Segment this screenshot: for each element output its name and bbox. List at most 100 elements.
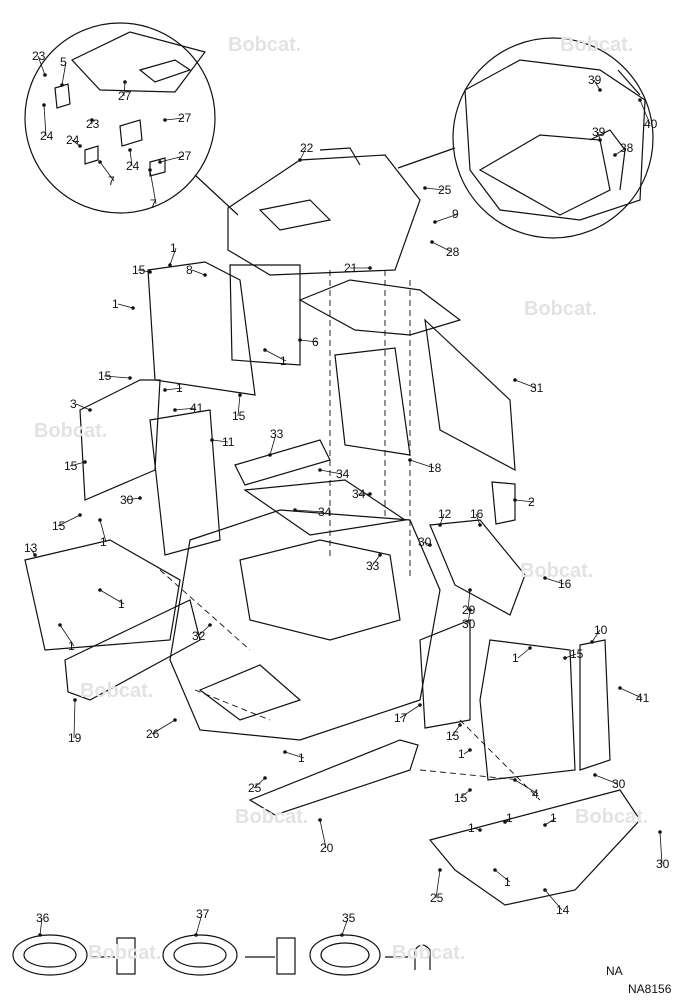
callout-label: 1	[298, 751, 305, 765]
callout-leader	[195, 913, 203, 936]
fastener-dot	[43, 73, 47, 77]
fastener-dot	[168, 263, 172, 267]
floor-cover-19	[64, 599, 201, 701]
callout-label: 21	[344, 261, 358, 275]
callout-leader	[57, 514, 81, 527]
callout-label: 15	[454, 791, 468, 805]
callout-leader	[164, 387, 183, 391]
fastener-dot	[148, 168, 152, 172]
callout-leader	[103, 375, 131, 379]
callout-label: 30	[120, 493, 134, 507]
detail-leader-left	[194, 174, 239, 216]
callout-label: 1	[512, 651, 519, 665]
fastener-dot	[263, 776, 267, 780]
callout-label: 20	[320, 841, 334, 855]
fastener-dot	[78, 513, 82, 517]
callout-leader	[61, 61, 67, 86]
fastener-dot	[60, 83, 64, 87]
callout-leader	[284, 751, 305, 759]
watermark-7: Bobcat.	[235, 806, 309, 828]
callout-label: 33	[366, 559, 380, 573]
fastener-dot	[468, 608, 472, 612]
roof-plate-detail	[71, 31, 207, 93]
callout-leader	[269, 433, 277, 456]
callout-leader	[253, 777, 266, 789]
callout-leader	[149, 169, 157, 205]
fastener-dot	[148, 270, 152, 274]
callout-label: 17	[394, 711, 408, 725]
fastener-dot	[418, 703, 422, 707]
callout-label: 16	[470, 507, 484, 521]
callout-label: 1	[68, 639, 75, 653]
callout-label: 7	[150, 197, 157, 211]
fastener-dot	[458, 723, 462, 727]
callout-label: 24	[40, 129, 54, 143]
side-cover-3	[79, 379, 161, 501]
step-cover-20	[248, 739, 419, 816]
callout-label: 36	[36, 911, 50, 925]
callout-label: 37	[196, 907, 210, 921]
callout-label: 27	[178, 149, 192, 163]
fastener-dot	[438, 868, 442, 872]
callout-leader	[73, 699, 76, 739]
callout-label: 40	[644, 117, 658, 131]
callout-leader	[43, 104, 47, 137]
callout-leader	[237, 394, 241, 417]
callout-label: 15	[64, 459, 78, 473]
rear-window-6	[229, 264, 301, 366]
main-chassis	[169, 509, 441, 741]
fastener-dot	[208, 623, 212, 627]
callout-label: 39	[588, 73, 602, 87]
fastener-dot	[263, 348, 267, 352]
callout-leader	[435, 869, 441, 899]
callout-leader	[424, 187, 445, 191]
callout-label: 1	[176, 381, 183, 395]
side-window-18	[334, 347, 411, 456]
callout-label: 12	[438, 507, 452, 521]
watermark-2: Bobcat.	[560, 34, 634, 56]
watermark-9: Bobcat.	[88, 942, 162, 964]
fastener-dot	[298, 338, 302, 342]
fastener-dot	[513, 498, 517, 502]
callout-leader	[299, 147, 307, 161]
callout-label: 30	[418, 535, 432, 549]
fuel-tank-4	[479, 639, 576, 781]
callout-label: 1	[118, 597, 125, 611]
fastener-dot	[42, 103, 46, 107]
fastener-dot	[73, 698, 77, 702]
fastener-dot	[598, 138, 602, 142]
fastener-dot	[563, 656, 567, 660]
callout-leader	[299, 339, 319, 343]
fastener-dot	[268, 453, 272, 457]
callout-label: 13	[24, 541, 38, 555]
callout-leader	[371, 554, 381, 567]
fastener-dot	[33, 553, 37, 557]
callout-label: 15	[446, 729, 460, 743]
callout-leader	[191, 269, 206, 276]
callout-leader	[659, 831, 663, 865]
callout-label: 4	[532, 787, 539, 801]
fastener-dot	[468, 788, 472, 792]
callout-label: 1	[112, 297, 119, 311]
fastener-dot	[430, 240, 434, 244]
fastener-dot	[123, 80, 127, 84]
fastener-dot	[478, 828, 482, 832]
fastener-dot	[613, 153, 617, 157]
callout-leader	[117, 303, 134, 309]
callout-leader	[467, 609, 471, 625]
fastener-dot	[528, 646, 532, 650]
callout-label: 1	[458, 747, 465, 761]
callout-label: 23	[32, 49, 46, 63]
callout-leader	[593, 79, 601, 91]
callout-leader	[125, 497, 141, 501]
fastener-dot	[423, 186, 427, 190]
fastener-dot	[238, 393, 242, 397]
callout-leader	[319, 819, 327, 849]
callout-label: 25	[438, 183, 452, 197]
callout-leader	[169, 247, 177, 266]
fastener-dot	[318, 818, 322, 822]
callout-label: 1	[280, 354, 287, 368]
fastener-dot	[210, 438, 214, 442]
callout-label: 24	[126, 159, 140, 173]
callout-label: 30	[612, 777, 626, 791]
